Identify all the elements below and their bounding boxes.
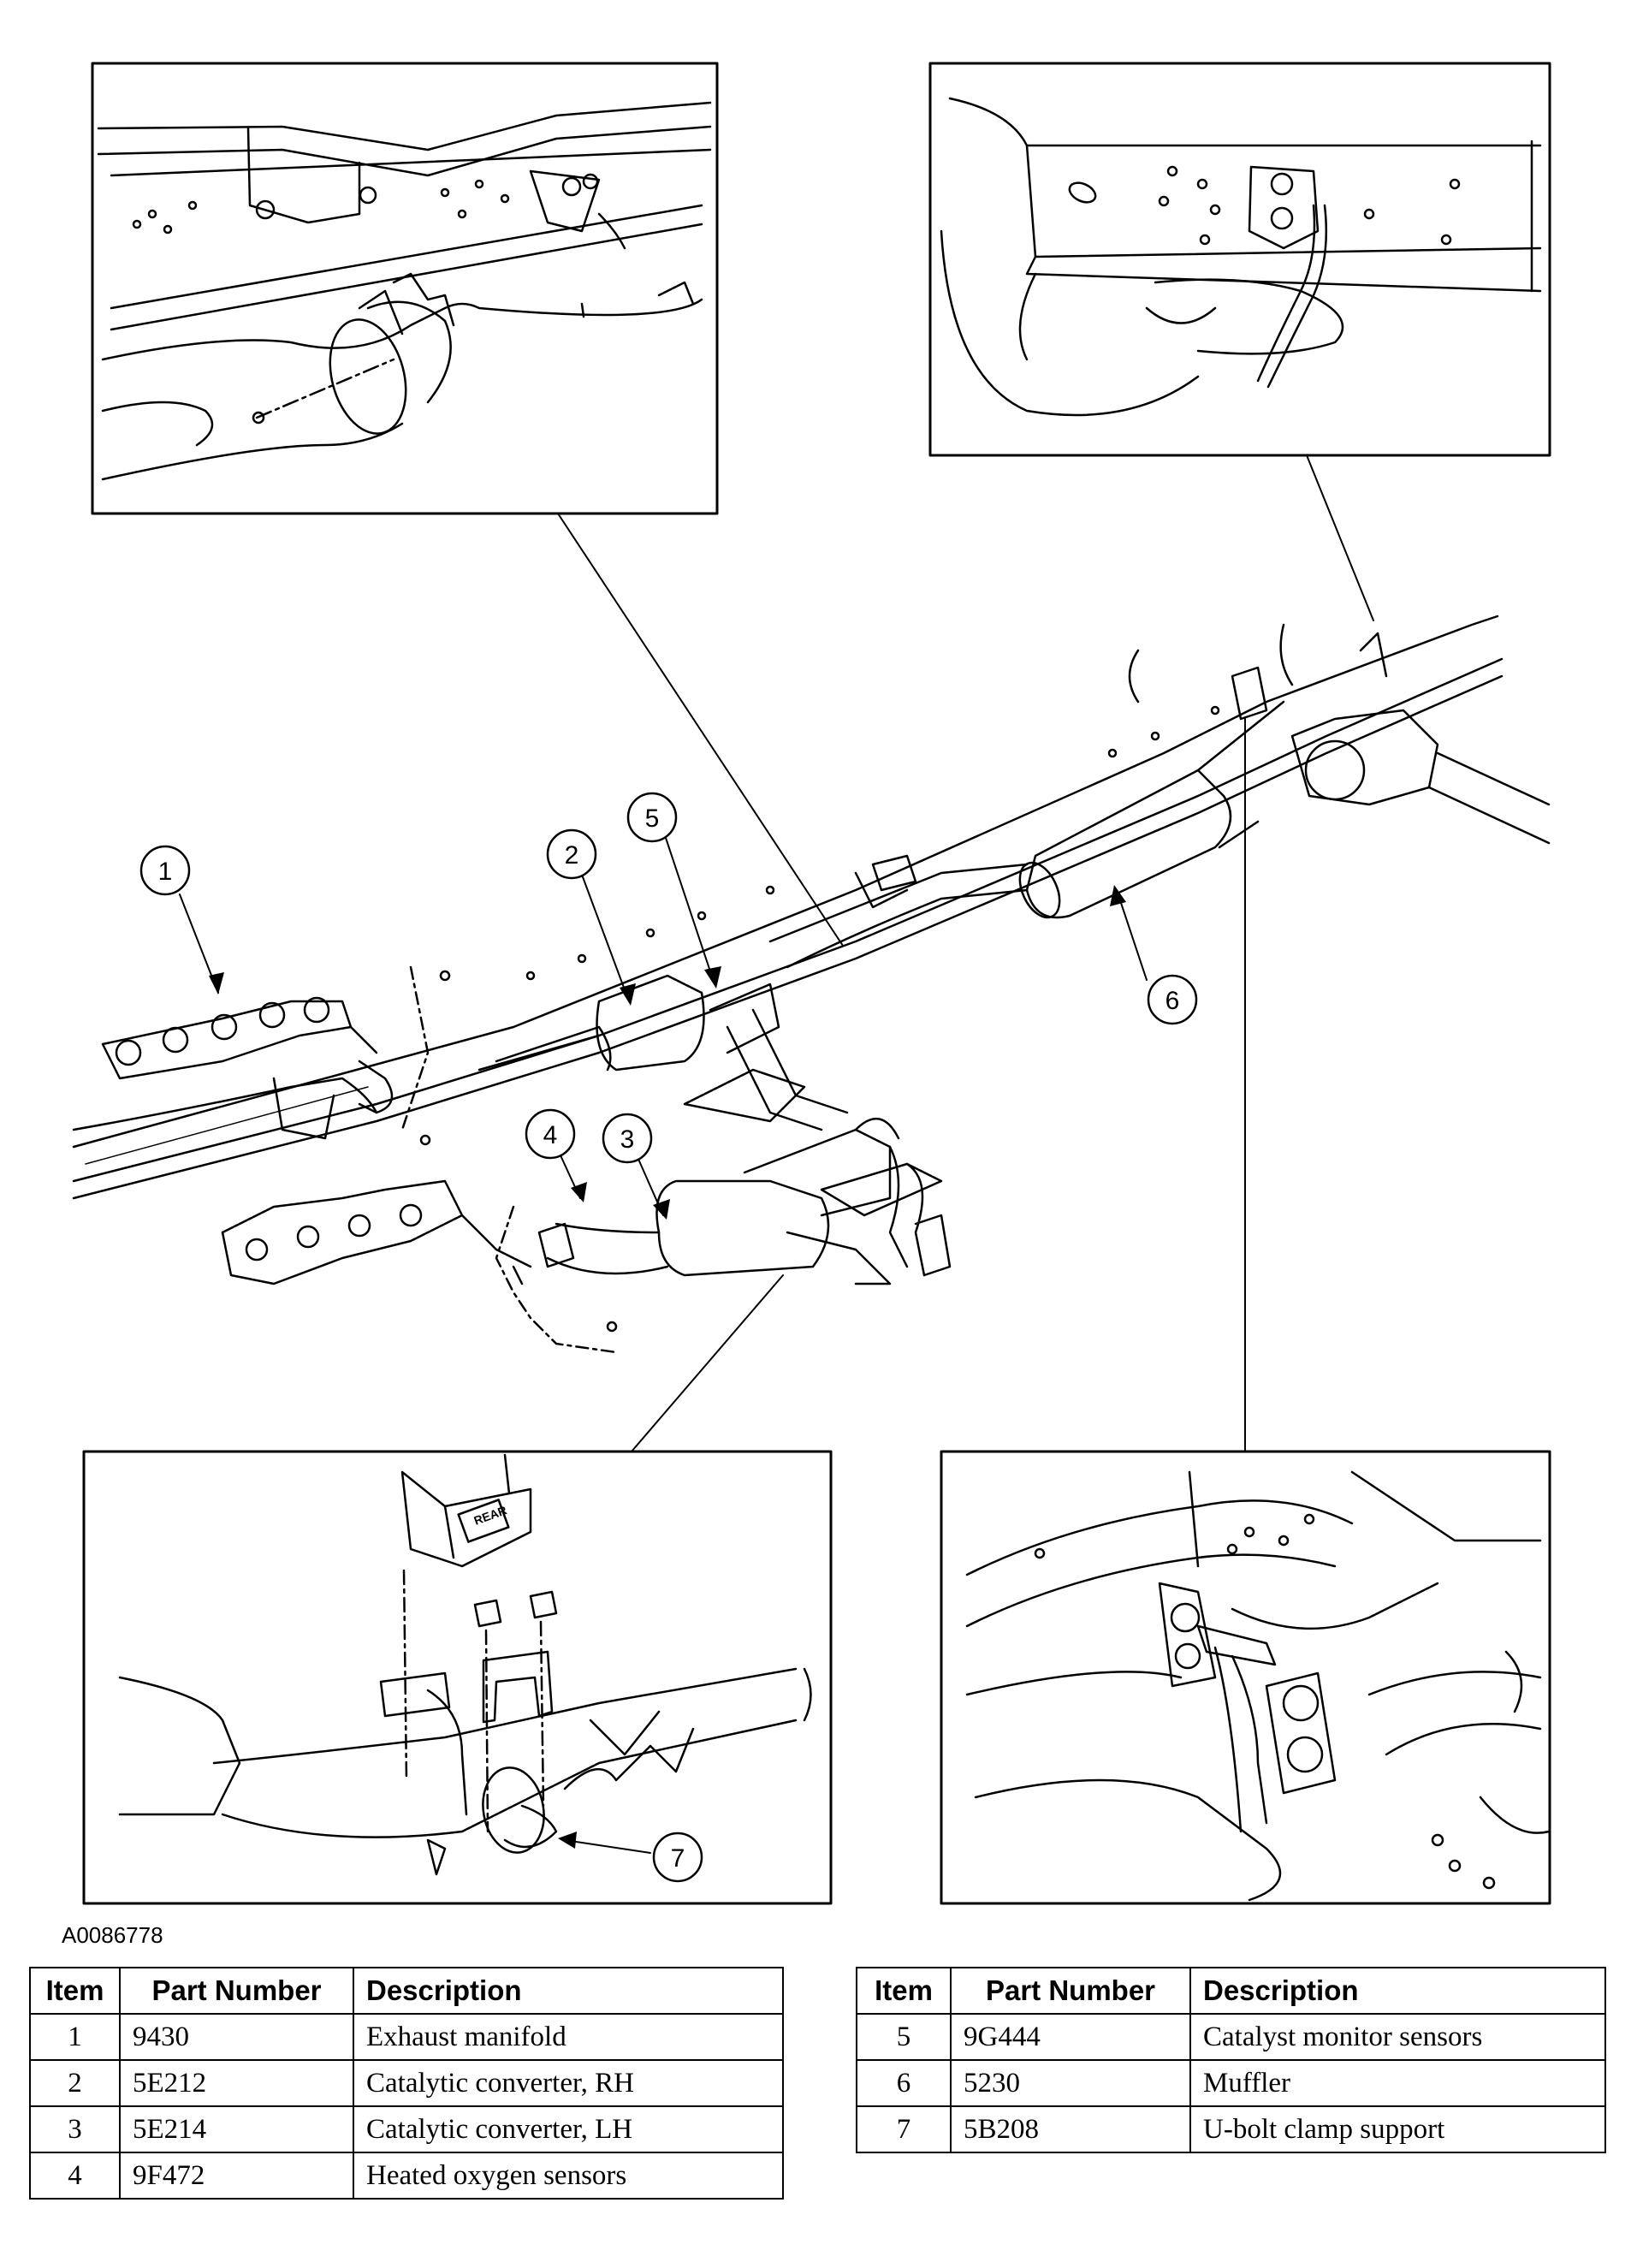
table-header-row: Item Part Number Description [29, 1967, 784, 2015]
part-number-cell: 9G444 [950, 2013, 1191, 2061]
header-description: Description [353, 1967, 784, 2015]
header-item: Item [856, 1967, 952, 2015]
table-row: 2 5E212 Catalytic converter, RH [29, 2059, 784, 2107]
inset-bottom-right [940, 1450, 1551, 1905]
description-cell: Heated oxygen sensors [353, 2152, 784, 2200]
item-cell: 4 [29, 2152, 121, 2200]
header-description: Description [1189, 1967, 1606, 2015]
leader-lines [179, 454, 1374, 1854]
description-cell: Catalyst monitor sensors [1189, 2013, 1606, 2061]
item-cell: 1 [29, 2013, 121, 2061]
table-row: 6 5230 Muffler [856, 2059, 1606, 2107]
item-cell: 3 [29, 2105, 121, 2153]
parts-table-right: Item Part Number Description 5 9G444 Cat… [856, 1967, 1606, 2153]
callout-circles [139, 792, 1198, 1883]
header-item: Item [29, 1967, 121, 2015]
part-number-cell: 5B208 [950, 2105, 1191, 2153]
callout-3: 3 [620, 1125, 635, 1154]
header-part-number: Part Number [119, 1967, 354, 2015]
callout-5: 5 [645, 804, 660, 833]
item-cell: 2 [29, 2059, 121, 2107]
table-row: 5 9G444 Catalyst monitor sensors [856, 2013, 1606, 2061]
table-row: 3 5E214 Catalytic converter, LH [29, 2105, 784, 2153]
item-cell: 6 [856, 2059, 952, 2107]
figure-id: A0086778 [62, 1922, 163, 1948]
header-part-number: Part Number [950, 1967, 1191, 2015]
callout-1: 1 [158, 858, 173, 886]
table-row: 4 9F472 Heated oxygen sensors [29, 2152, 784, 2200]
parts-table-left: Item Part Number Description 1 9430 Exha… [29, 1967, 784, 2200]
part-number-cell: 5E212 [119, 2059, 354, 2107]
item-cell: 7 [856, 2105, 952, 2153]
callout-6: 6 [1165, 987, 1180, 1015]
item-cell: 5 [856, 2013, 952, 2061]
arrowheads [209, 885, 1126, 1849]
inset-top-left [91, 62, 719, 515]
callout-7: 7 [671, 1844, 685, 1873]
callout-2: 2 [565, 841, 579, 870]
description-cell: Catalytic converter, LH [353, 2105, 784, 2153]
part-number-cell: 9F472 [119, 2152, 354, 2200]
part-number-cell: 5E214 [119, 2105, 354, 2153]
part-number-cell: 9430 [119, 2013, 354, 2061]
inset-bottom-left [82, 1450, 833, 1905]
description-cell: Exhaust manifold [353, 2013, 784, 2061]
description-cell: U-bolt clamp support [1189, 2105, 1606, 2153]
description-cell: Muffler [1189, 2059, 1606, 2107]
main-assembly [72, 614, 1551, 1354]
inset-top-right [928, 62, 1551, 457]
table-row: 7 5B208 U-bolt clamp support [856, 2105, 1606, 2153]
part-number-cell: 5230 [950, 2059, 1191, 2107]
table-header-row: Item Part Number Description [856, 1967, 1606, 2015]
table-row: 1 9430 Exhaust manifold [29, 2013, 784, 2061]
callout-4: 4 [543, 1121, 558, 1149]
description-cell: Catalytic converter, RH [353, 2059, 784, 2107]
